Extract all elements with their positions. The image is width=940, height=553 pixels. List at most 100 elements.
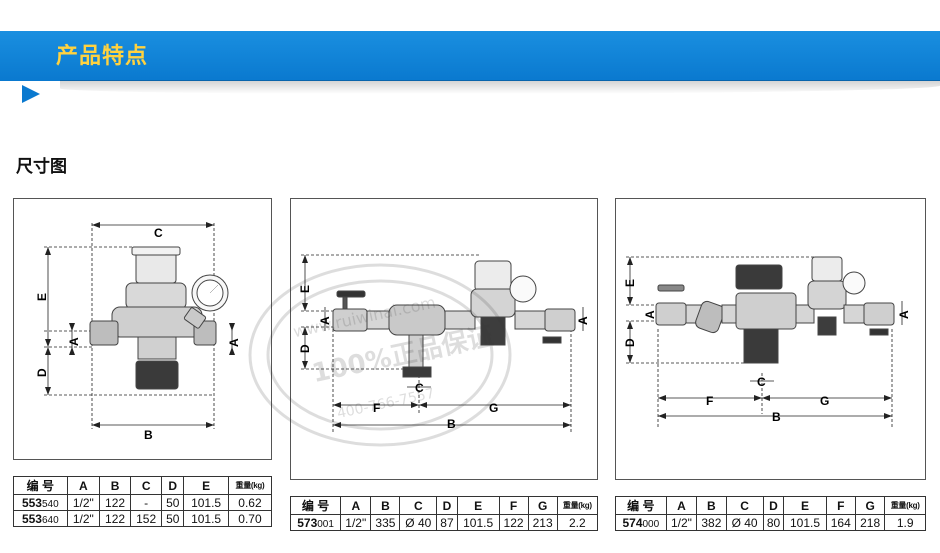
cell-c: Ø 40 [725,514,764,531]
cell-b: 335 [370,514,401,531]
header-e: E [456,496,500,515]
header-weight: 重量(kg) [884,496,926,515]
dimension-figure-553: C B E D A A [13,198,272,460]
spec-table-553: 编 号 A B C D E 重量(kg) 553540 1/2" 122 - 5… [13,476,273,527]
header-a: A [340,496,372,515]
dim-label-f: F [373,401,380,415]
cell-e: 101.5 [783,514,827,531]
header-code: 编 号 [13,476,68,495]
dim-label-g: G [489,401,498,415]
cell-c: Ø 40 [399,514,438,531]
dim-label-e: E [623,279,637,287]
cell-b: 122 [98,494,132,511]
cell-a: 1/2" [66,510,100,527]
spec-table-574: 编 号 A B C D E F G 重量(kg) 574000 1/2" 382… [615,496,926,531]
banner-title: 产品特点 [56,44,149,69]
cell-weight: 2.2 [556,514,599,531]
header-e: E [783,496,827,515]
dim-label-f: F [706,394,713,408]
header-weight: 重量(kg) [227,476,273,495]
header-f: F [825,496,856,515]
dimension-figure-573: F G B C E D A A [290,198,598,480]
header-weight: 重量(kg) [556,496,599,515]
cell-a: 1/2" [665,514,698,531]
header-a: A [66,476,100,495]
header-e: E [183,476,229,495]
header-a: A [665,496,698,515]
table-row: 573001 1/2" 335 Ø 40 87 101.5 122 213 2.… [289,514,599,531]
header-f: F [498,496,529,515]
banner-arrow-icon [22,85,40,103]
valve-drawing-574: F G B C E D A A [623,256,911,429]
header-code: 编 号 [615,496,667,515]
cell-weight: 1.9 [884,514,926,531]
dim-label-c: C [415,381,424,395]
cell-d: 50 [161,494,185,511]
dim-label-c: C [154,226,163,240]
cell-a: 1/2" [66,494,100,511]
header-g: G [527,496,558,515]
dim-label-e: E [35,293,49,301]
dim-label-a-right: A [227,338,241,347]
cell-e: 101.5 [183,494,229,511]
banner-shadow [60,80,940,94]
header-d: D [436,496,458,515]
dim-label-a-right: A [897,310,911,319]
dim-label-a-left: A [643,310,657,319]
dimension-figure-574: F G B C E D A A [615,198,926,480]
cell-a: 1/2" [340,514,372,531]
cell-c: 152 [130,510,163,527]
header-banner [0,31,940,81]
valve-drawing-573: F G B C E D A A [298,254,590,434]
product-code: 553640 [13,510,68,527]
cell-b: 382 [696,514,727,531]
cell-e: 101.5 [456,514,500,531]
valve-drawing-553: C B E D A A [35,222,241,442]
dim-label-a-left: A [67,337,81,346]
table-header-row: 编 号 A B C D E F G 重量(kg) [615,496,926,515]
cell-g: 218 [854,514,886,531]
dim-label-b: B [447,417,456,431]
spec-table-573: 编 号 A B C D E F G 重量(kg) 573001 1/2" 335… [289,496,599,531]
dim-label-g: G [820,394,829,408]
table-header-row: 编 号 A B C D E 重量(kg) [13,476,273,495]
table-row: 553640 1/2" 122 152 50 101.5 0.70 [13,510,273,527]
cell-weight: 0.62 [227,494,273,511]
dim-label-b: B [772,410,781,424]
cell-f: 164 [825,514,856,531]
dim-label-a-right: A [576,316,590,325]
header-d: D [161,476,185,495]
product-code: 553540 [13,494,68,511]
table-row: 574000 1/2" 382 Ø 40 80 101.5 164 218 1.… [615,514,926,531]
cell-d: 87 [436,514,458,531]
header-c: C [130,476,163,495]
cell-c: - [130,494,163,511]
table-row: 553540 1/2" 122 - 50 101.5 0.62 [13,494,273,511]
cell-d: 80 [762,514,785,531]
header-code: 编 号 [289,496,342,515]
cell-weight: 0.70 [227,510,273,527]
cell-f: 122 [498,514,529,531]
cell-e: 101.5 [183,510,229,527]
header-b: B [370,496,401,515]
dim-label-d: D [298,344,312,353]
dim-label-e: E [298,285,312,293]
header-b: B [696,496,727,515]
cell-b: 122 [98,510,132,527]
header-c: C [725,496,764,515]
header-c: C [399,496,438,515]
cell-g: 213 [527,514,558,531]
dim-label-b: B [144,428,153,442]
product-code: 574000 [615,514,667,531]
table-header-row: 编 号 A B C D E F G 重量(kg) [289,496,599,515]
dim-label-d: D [623,338,637,347]
header-d: D [762,496,785,515]
dim-label-c: C [757,375,766,389]
header-b: B [98,476,132,495]
header-g: G [854,496,886,515]
product-code: 573001 [289,514,342,531]
dim-label-d: D [35,368,49,377]
dim-label-a-left: A [318,316,332,325]
section-title: 尺寸图 [16,157,67,177]
cell-d: 50 [161,510,185,527]
